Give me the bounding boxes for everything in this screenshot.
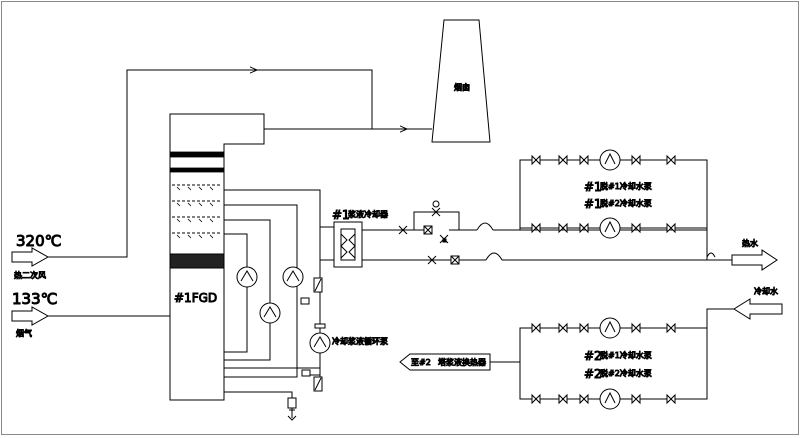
mist-eliminator (169, 151, 225, 173)
pump-1b-prefix: #1 (584, 197, 602, 211)
pump-1b-label: 脱#2冷却水泵 (600, 198, 652, 208)
spray-levels (172, 184, 222, 234)
slurry-cooler-loop (300, 226, 334, 392)
pump-1a-label: 脱#1冷却水泵 (600, 181, 652, 191)
cooler-prefix: #1 (332, 208, 350, 222)
inlet-desc-1: 热二次风 (14, 270, 46, 280)
cooling-water-lines (362, 211, 732, 261)
control-valves (398, 200, 460, 265)
inlet-desc-2: 烟气 (16, 328, 32, 338)
pump-group-2 (490, 308, 734, 410)
inlet-temp-2: 133℃ (12, 290, 57, 308)
nozzle-marks (176, 186, 214, 239)
pump-2b-label: 脱#2冷却水泵 (600, 368, 652, 378)
to-unit-2-label: 塔浆液换热器 (438, 357, 486, 367)
flue-ducts (75, 70, 432, 258)
spray-pumps (236, 266, 304, 324)
chimney (431, 19, 491, 143)
cooler-label: 浆液冷却器 (348, 209, 388, 219)
inlet-label: 冷却水 (754, 286, 778, 296)
pump-2a-prefix: #2 (584, 349, 602, 363)
fgd-label: #1FGD (174, 291, 217, 305)
outlet-arrow (731, 249, 778, 271)
fgd-tower (169, 113, 265, 401)
circ-pump-label: 冷却浆液循环泵 (332, 336, 388, 346)
to-unit-2-arrow (399, 353, 491, 371)
to-unit-2-prefix: 至#2 (411, 358, 431, 367)
outlet-label: 热水 (742, 238, 758, 248)
inlet-arrow-right (733, 298, 783, 320)
pump-2b-prefix: #2 (584, 367, 602, 381)
pump-1a-prefix: #1 (584, 180, 602, 194)
packing-layer (169, 253, 225, 269)
slurry-cooler (333, 221, 363, 268)
inlet-arrows (11, 247, 170, 326)
inlet-temp-1: 320℃ (16, 232, 61, 250)
pump-group-1 (519, 149, 708, 239)
chimney-label: 烟囱 (454, 82, 470, 92)
pump-2a-label: 脱#1冷却水泵 (600, 350, 652, 360)
drain-valve (287, 397, 297, 421)
